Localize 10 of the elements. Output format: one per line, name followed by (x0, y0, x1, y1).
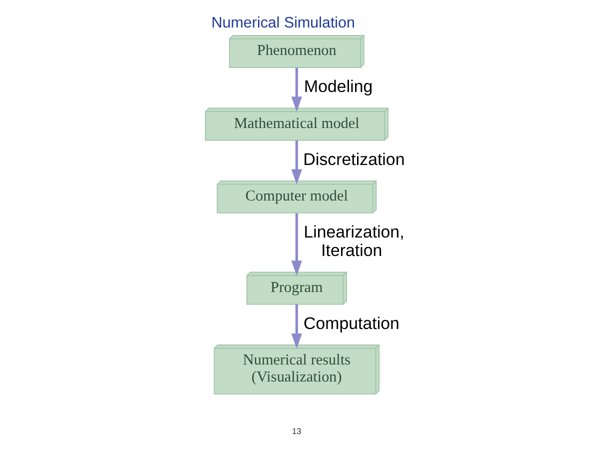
diagram-title: Numerical Simulation (210, 14, 354, 32)
arrow (290, 68, 302, 112)
arrow (290, 213, 302, 276)
edge-label: Discretization (302, 150, 404, 169)
arrow (290, 304, 302, 349)
label: 13 (292, 426, 301, 436)
edge-label: Computation (303, 314, 399, 333)
edge-label: Modeling (304, 77, 372, 96)
edge-label: Linearization, Iteration (303, 222, 404, 260)
arrow (290, 140, 302, 185)
